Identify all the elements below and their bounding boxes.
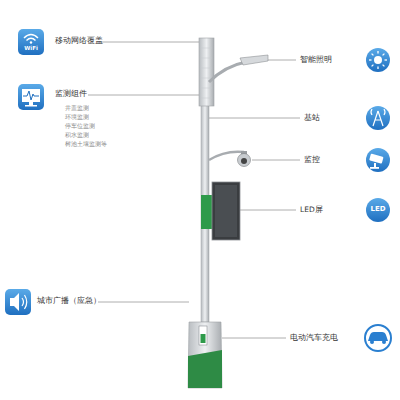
wifi-icon [18, 29, 44, 55]
callout-label: 电动汽车充电 [290, 333, 338, 342]
sub-item: 树池土壤监测等 [65, 140, 107, 147]
icon-text: WiFi [18, 45, 44, 52]
sub-item: 环境监测 [65, 113, 89, 120]
base-station-icon [366, 106, 390, 130]
camera-icon [366, 148, 390, 172]
callout-label: 基站 [304, 113, 320, 122]
sub-item: 井盖监测 [65, 104, 89, 111]
led-icon [366, 198, 390, 222]
callout-label: 监测组件 [55, 89, 87, 98]
callout-label: LED屏 [300, 205, 323, 214]
speaker-icon [5, 289, 31, 315]
callout-label: 智能照明 [300, 55, 332, 64]
monitor-icon [18, 84, 44, 110]
sub-item: 停车位监测 [65, 122, 95, 129]
leader-lines [88, 42, 300, 338]
lighting-icon [366, 48, 390, 72]
ev-charging-icon [365, 325, 391, 351]
lamp-pole [188, 38, 268, 388]
callout-label: 移动网络覆盖 [55, 36, 103, 45]
icon-text: LED [366, 205, 390, 213]
callout-label: 城市广播（应急） [37, 296, 101, 305]
sub-item: 积水监测 [65, 131, 89, 138]
callout-label: 监控 [304, 155, 320, 164]
